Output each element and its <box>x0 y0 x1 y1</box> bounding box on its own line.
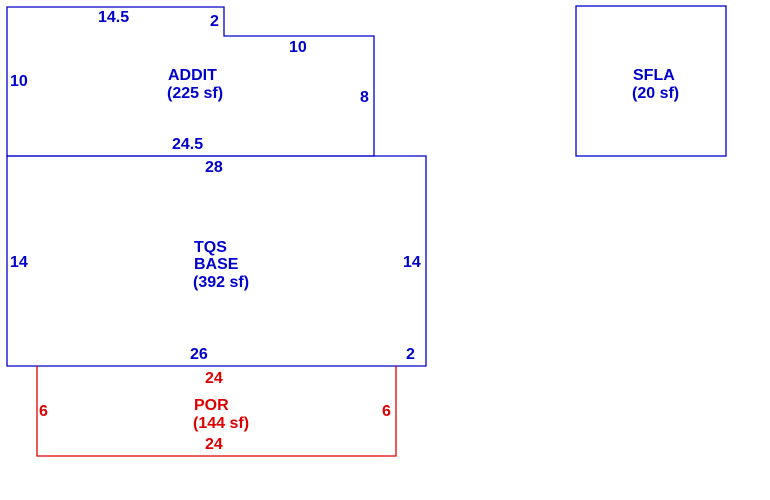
sfla-outline <box>575 5 727 157</box>
base-dim-left: 14 <box>10 254 28 271</box>
base-label-line2: BASE <box>194 256 239 273</box>
base-dim-top: 28 <box>205 159 223 176</box>
addit-dim-step: 2 <box>210 13 219 30</box>
addit-area: (225 sf) <box>167 85 223 102</box>
base-dim-right: 14 <box>403 254 421 271</box>
addit-dim-bottom: 24.5 <box>172 136 203 153</box>
sfla-area: (20 sf) <box>632 85 679 102</box>
base-label-line1: TQS <box>194 239 227 256</box>
base-outline <box>6 155 427 367</box>
por-dim-top: 24 <box>205 370 223 387</box>
addit-dim-top-right: 10 <box>289 39 307 56</box>
por-outline <box>36 366 397 457</box>
base-dim-step: 2 <box>406 346 415 363</box>
addit-dim-left: 10 <box>10 73 28 90</box>
por-dim-bottom: 24 <box>205 436 223 453</box>
por-dim-left: 6 <box>39 403 48 420</box>
base-dim-bottom: 26 <box>190 346 208 363</box>
por-dim-right: 6 <box>382 403 391 420</box>
addit-dim-top-left: 14.5 <box>98 9 129 26</box>
base-area: (392 sf) <box>193 274 249 291</box>
por-label: POR <box>194 397 229 414</box>
addit-dim-right: 8 <box>360 89 369 106</box>
por-area: (144 sf) <box>193 415 249 432</box>
addit-label: ADDIT <box>168 67 217 84</box>
sfla-label: SFLA <box>633 67 675 84</box>
